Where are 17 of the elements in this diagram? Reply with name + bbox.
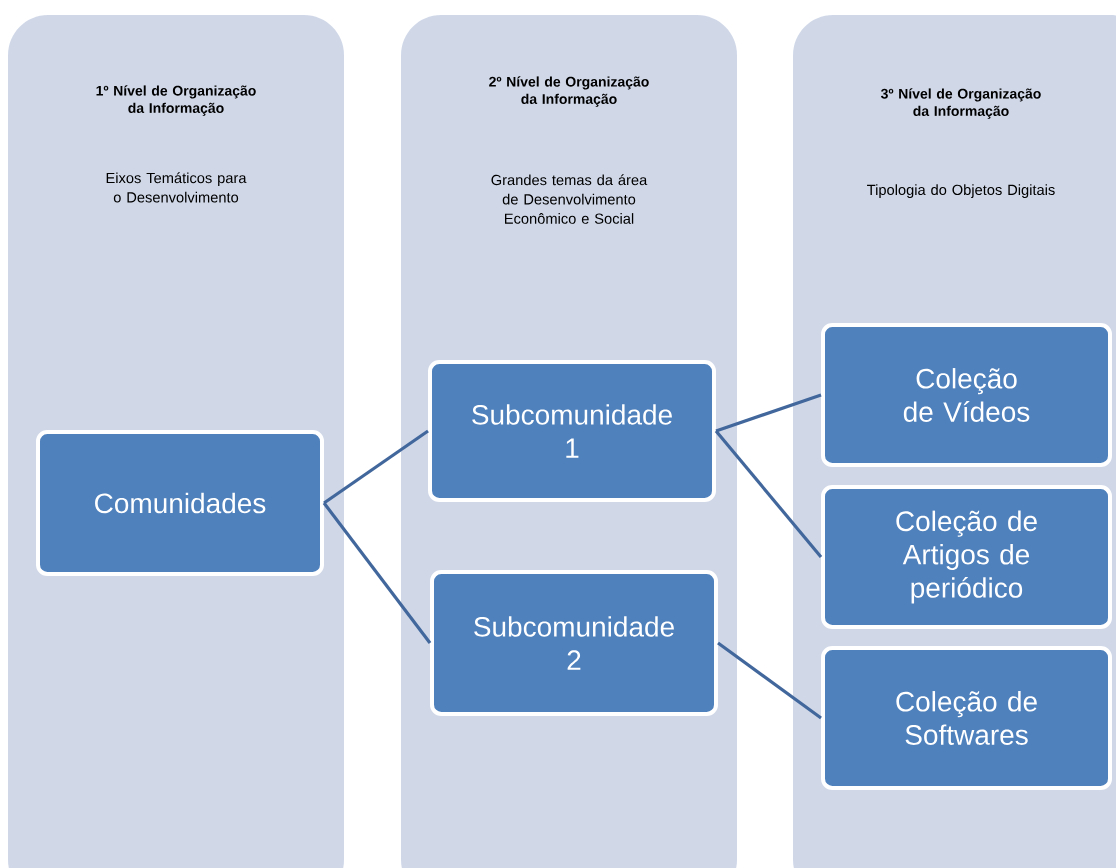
category-box: Subcomunidade 2 [430,570,718,716]
column-heading: 2º Nível de Organização da Informação [489,76,649,107]
connector-line [714,429,823,559]
category-box: Coleção de Softwares [821,646,1112,790]
column-subtitle: Eixos Temáticos para o Desenvolvimento [106,172,247,203]
connector-line [717,641,822,720]
connector-line [715,393,822,433]
column-heading: 3º Nível de Organização da Informação [880,88,1041,119]
category-box: Coleção de Artigos de periódico [821,485,1112,629]
category-box: Comunidades [36,430,324,576]
connector-line [322,502,432,644]
column-subtitle: Tipologia do Objetos Digitais [867,184,1055,198]
category-box: Coleção de Vídeos [821,323,1112,467]
category-box: Subcomunidade 1 [428,360,716,502]
connector-line [323,429,429,505]
column-subtitle: Grandes temas da área de Desenvolvimento Econômico e Social [491,174,648,224]
column-heading: 1º Nível de Organização da Informação [96,85,256,116]
